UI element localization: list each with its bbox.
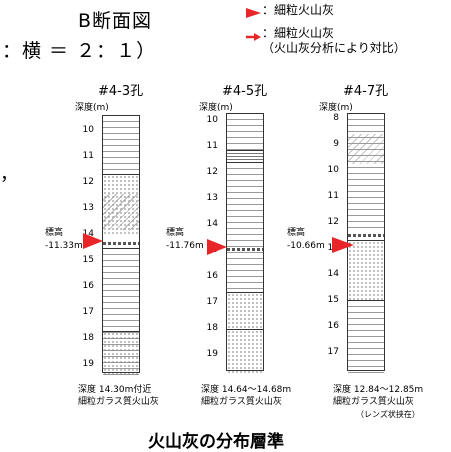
depth-tick: 10 bbox=[206, 115, 218, 125]
ash-marker-triangle-icon bbox=[83, 233, 103, 253]
depth-tick: 12 bbox=[82, 177, 94, 187]
depth-tick: 11 bbox=[82, 151, 94, 161]
depth-label-4-3: 深度(m) bbox=[75, 103, 109, 113]
depth-tick: 10 bbox=[82, 125, 94, 135]
legend-item-1: ：細粒火山灰 bbox=[262, 3, 335, 17]
hole-title-4-5: #4-5孔 bbox=[222, 84, 268, 99]
legend-arrow-icon bbox=[246, 27, 262, 46]
figure-caption: 火山灰の分布層準 bbox=[148, 432, 284, 452]
hole-title-4-7: #4-7孔 bbox=[343, 84, 389, 99]
elevation-label-4-3: 標高 bbox=[45, 228, 64, 238]
depth-tick: 18 bbox=[206, 323, 218, 333]
legend-triangle-icon bbox=[246, 4, 262, 23]
depth-tick: 17 bbox=[327, 347, 339, 357]
elevation-value-4-7: -10.66m bbox=[287, 241, 325, 251]
elevation-value-4-5: -11.76m bbox=[166, 241, 204, 251]
note-depth-4-7: 深度 12.84～12.85m bbox=[333, 385, 424, 395]
scale-label: ：横 ＝ ２：１） bbox=[2, 40, 157, 62]
elevation-label-4-7: 標高 bbox=[287, 228, 306, 238]
section-title: B断面図 bbox=[78, 10, 153, 32]
depth-tick: 14 bbox=[206, 219, 218, 229]
depth-tick: 11 bbox=[327, 191, 339, 201]
borehole-column-4-3 bbox=[102, 115, 140, 375]
depth-tick: 17 bbox=[82, 307, 94, 317]
elevation-value-4-3: -11.33m bbox=[45, 241, 83, 251]
depth-tick: 12 bbox=[206, 167, 218, 177]
note-ash-4-3: 細粒ガラス質火山灰 bbox=[78, 397, 159, 407]
borehole-column-4-5 bbox=[226, 113, 264, 373]
depth-tick: 17 bbox=[206, 297, 218, 307]
note-depth-4-3: 深度 14.30m付近 bbox=[78, 385, 152, 395]
note-ash-4-7: 細粒ガラス質火山灰 bbox=[333, 397, 414, 407]
side-mark: ， bbox=[0, 164, 18, 185]
note-lens-4-7: （レンズ状挟在） bbox=[356, 410, 420, 419]
depth-tick: 14 bbox=[327, 269, 339, 279]
legend-item-2: ：細粒火山灰 bbox=[262, 26, 335, 40]
hole-title-4-3: #4-3孔 bbox=[98, 84, 144, 99]
depth-tick: 13 bbox=[82, 203, 94, 213]
depth-tick: 14 bbox=[82, 229, 94, 239]
depth-tick: 18 bbox=[82, 333, 94, 343]
depth-tick: 8 bbox=[333, 113, 339, 123]
depth-tick: 15 bbox=[327, 295, 339, 305]
note-depth-4-5: 深度 14.64～14.68m bbox=[201, 385, 292, 395]
depth-tick: 13 bbox=[206, 193, 218, 203]
depth-tick: 11 bbox=[206, 141, 218, 151]
note-ash-4-5: 細粒ガラス質火山灰 bbox=[201, 397, 282, 407]
depth-tick: 15 bbox=[82, 255, 94, 265]
elevation-label-4-5: 標高 bbox=[166, 228, 185, 238]
depth-tick: 16 bbox=[206, 271, 218, 281]
depth-tick: 16 bbox=[82, 281, 94, 291]
legend-item-2-note: （火山灰分析により対比） bbox=[262, 41, 406, 55]
depth-tick: 12 bbox=[327, 217, 339, 227]
ash-marker-triangle-icon bbox=[332, 237, 354, 257]
depth-tick: 19 bbox=[82, 359, 94, 369]
depth-label-4-7: 深度(m) bbox=[319, 103, 353, 113]
depth-label-4-5: 深度(m) bbox=[199, 103, 233, 113]
depth-tick: 10 bbox=[327, 165, 339, 175]
borehole-column-4-7 bbox=[347, 113, 385, 373]
depth-tick: 19 bbox=[206, 349, 218, 359]
depth-tick: 16 bbox=[327, 321, 339, 331]
depth-tick: 9 bbox=[333, 139, 339, 149]
ash-marker-triangle-icon bbox=[207, 239, 227, 259]
